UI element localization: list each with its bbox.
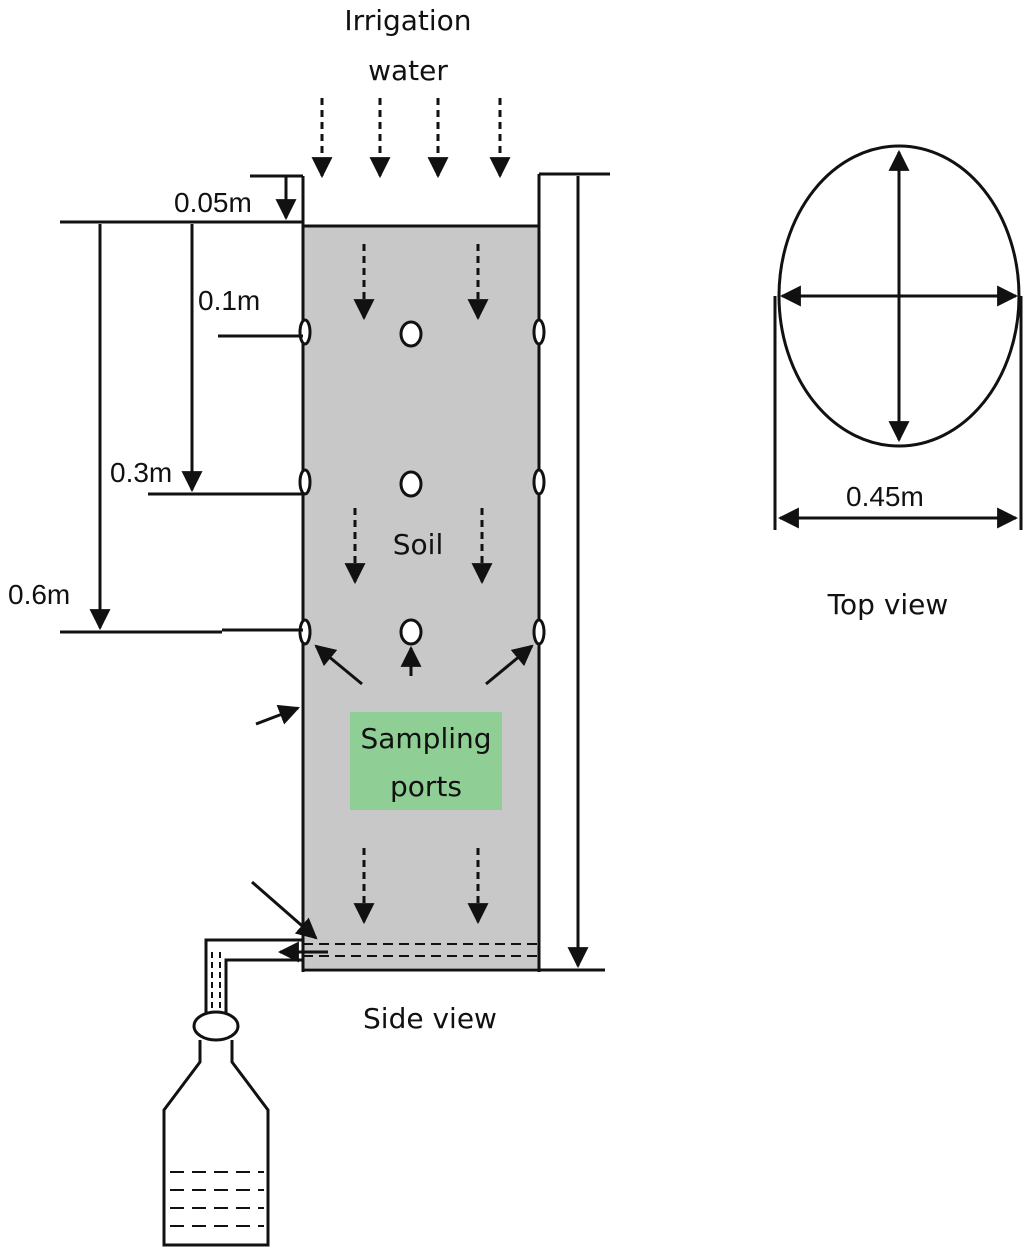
wall-ports [298,318,546,646]
irrigation-label-line1: Irrigation [344,4,471,37]
top-view-circle [777,144,1021,448]
dim-label-depth-2: 0.3m [110,457,172,488]
soil-column [303,226,539,968]
side-view-label: Side view [363,1002,497,1035]
sampling-holes [399,320,423,646]
sampling-hole [399,320,423,348]
soil-label: Soil [393,528,443,561]
irrigation-arrows [311,98,511,179]
irrigation-label-line2: water [368,54,448,87]
dim-label-top-gap: 0.05m [174,187,252,218]
sampling-hole [399,470,423,498]
sampling-ports-label-line2: ports [390,770,462,803]
soil-flow-arrows [344,244,493,925]
collection-bottle [162,1040,270,1247]
drainage-layer [303,943,539,957]
valve [192,1010,240,1042]
dim-label-diameter: 0.45m [846,481,924,512]
sampling-hole [399,618,423,646]
top-view-drawing [773,144,1023,530]
port-pointer-arrows [251,644,534,963]
column-walls [301,174,605,972]
sampling-ports-label-box [350,712,502,810]
dimension-arrows [89,176,589,969]
dim-label-depth-1: 0.1m [198,285,260,316]
bottle-liquid [170,1171,264,1227]
dim-label-depth-3: 0.6m [8,579,70,610]
reference-lines [60,172,610,634]
sampling-ports-label-line1: Sampling [360,722,491,755]
port-stubs [148,334,303,632]
top-view-label: Top view [827,588,949,621]
